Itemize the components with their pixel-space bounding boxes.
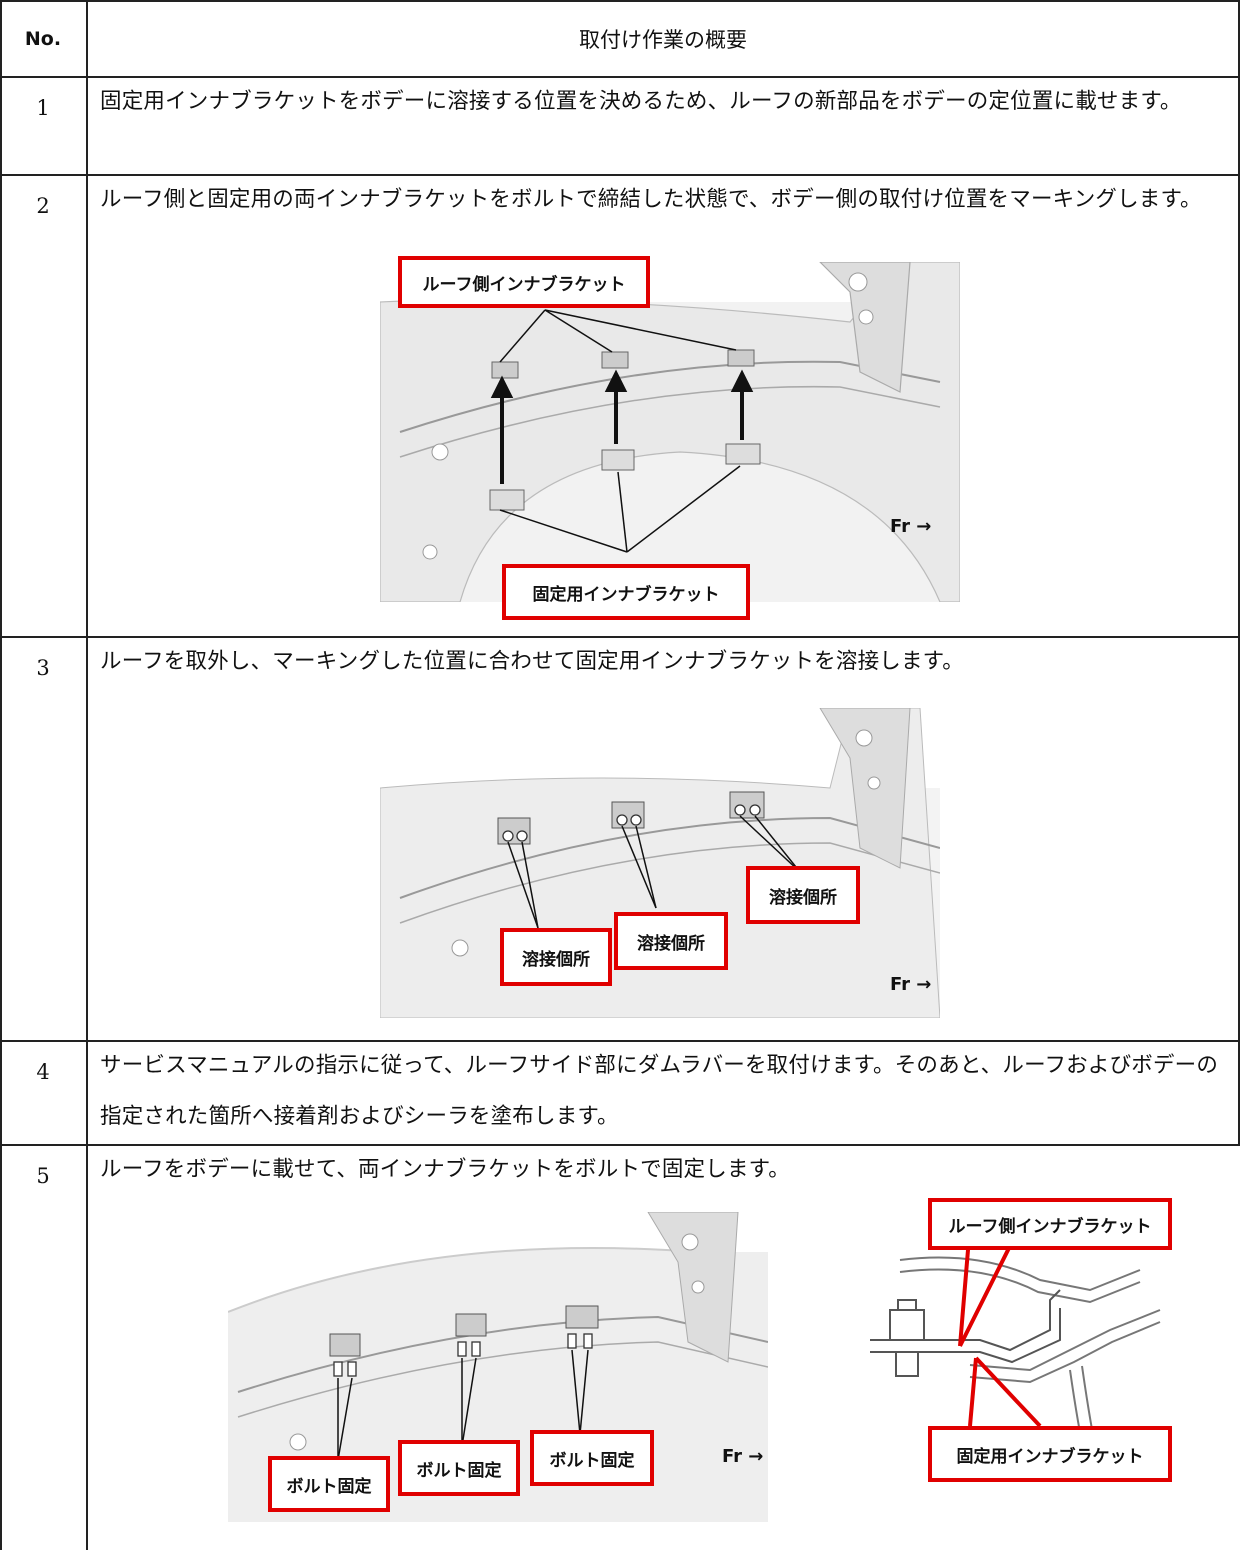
step-number: 3 (36, 656, 50, 680)
row-divider (0, 76, 1240, 78)
label-roof-side-bracket: ルーフ側インナブラケット (928, 1198, 1172, 1250)
label-weld-point-3: 溶接個所 (746, 866, 860, 924)
table-border-top (0, 0, 1240, 2)
step-text: ルーフ側と固定用の両インナブラケットをボルトで締結した状態で、ボデー側の取付け位… (100, 187, 1202, 212)
label-weld-point-1: 溶接個所 (500, 928, 612, 986)
front-direction-label: Fr → (722, 1446, 764, 1467)
step-text: 固定用インナブラケットをボデーに溶接する位置を決めるため、ルーフの新部品をボデー… (100, 89, 1182, 114)
column-divider (86, 0, 88, 1550)
label-fixed-bracket: 固定用インナブラケット (502, 564, 750, 620)
header-no: No. (24, 28, 62, 50)
figure-welding-points (380, 708, 940, 1018)
label-fixed-bracket: 固定用インナブラケット (928, 1426, 1172, 1482)
label-bolt-3: ボルト固定 (530, 1430, 654, 1486)
label-weld-point-2: 溶接個所 (614, 912, 728, 970)
step-text: ルーフを取外し、マーキングした位置に合わせて固定用インナブラケットを溶接します。 (100, 649, 964, 674)
label-bolt-2: ボルト固定 (398, 1440, 520, 1496)
row-divider (0, 1144, 1240, 1146)
step-number: 2 (36, 194, 50, 218)
row-divider (0, 636, 1240, 638)
front-direction-label: Fr → (890, 974, 932, 995)
step-text: サービスマニュアルの指示に従って、ルーフサイド部にダムラバーを取付けます。そのあ… (100, 1053, 1219, 1129)
header-title: 取付け作業の概要 (579, 28, 747, 52)
step-number: 5 (36, 1164, 50, 1188)
row-divider (0, 1040, 1240, 1042)
step-text: ルーフをボデーに載せて、両インナブラケットをボルトで固定します。 (100, 1157, 790, 1182)
table-border-right (1238, 0, 1240, 1145)
step-number: 4 (36, 1060, 50, 1084)
step-number: 1 (36, 96, 50, 120)
figure-bracket-marking (380, 262, 960, 602)
front-direction-label: Fr → (890, 516, 932, 537)
row-divider (0, 174, 1240, 176)
label-bolt-1: ボルト固定 (268, 1456, 390, 1512)
label-roof-side-bracket: ルーフ側インナブラケット (398, 256, 650, 308)
table-border-left (0, 0, 2, 1550)
